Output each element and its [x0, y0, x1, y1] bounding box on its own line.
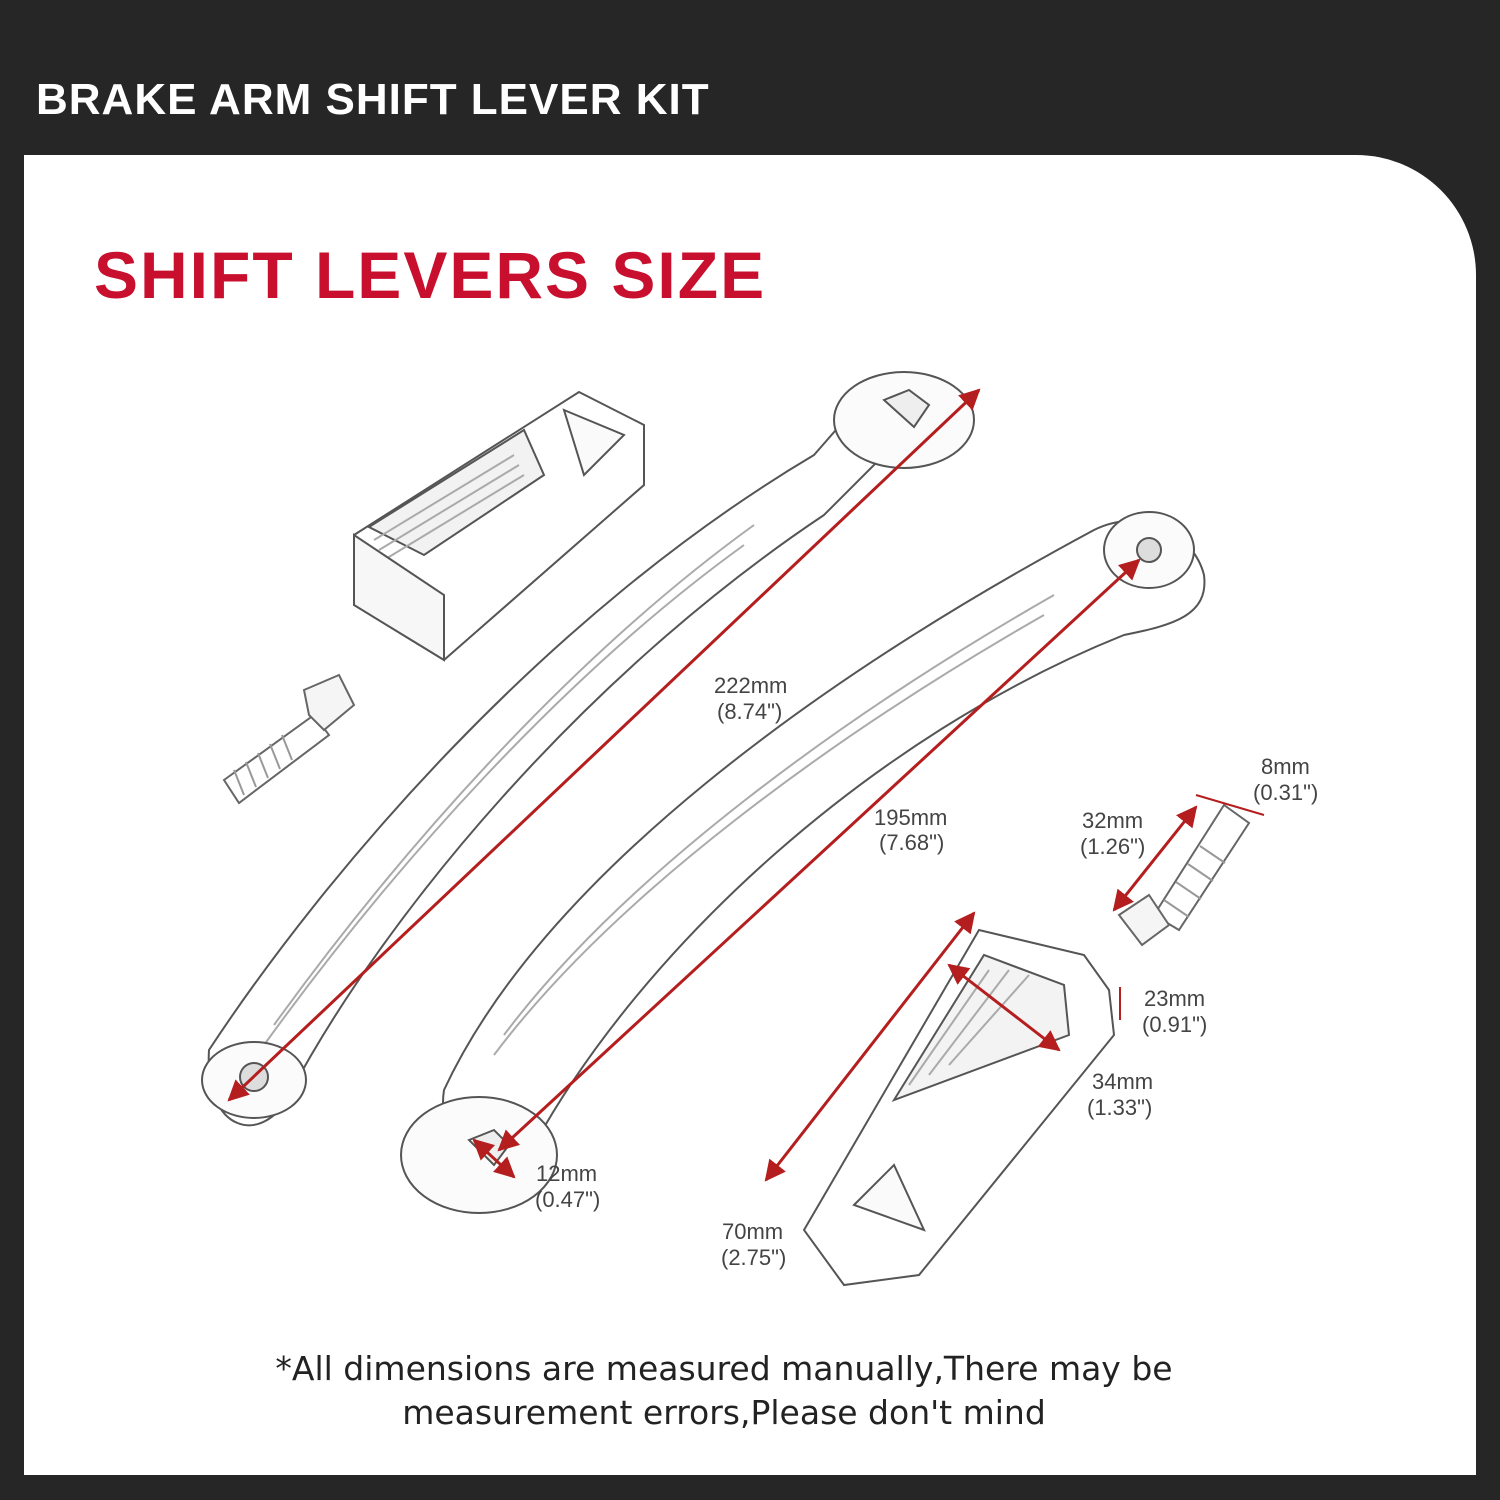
label-8-mm: 8mm	[1261, 754, 1310, 779]
product-drawing: 222mm (8.74") 195mm (7.68") 32mm (1.26")…	[201, 371, 1318, 1287]
disclaimer-line-1: *All dimensions are measured manually,Th…	[275, 1349, 1173, 1388]
label-195-in: (7.68")	[879, 830, 944, 855]
label-23-mm: 23mm	[1144, 986, 1205, 1011]
bolt-left-illustration	[222, 673, 356, 805]
section-title: SHIFT LEVERS SIZE	[94, 238, 767, 312]
label-12-mm: 12mm	[536, 1161, 597, 1186]
dim-line-195	[497, 558, 1141, 1152]
content-panel: SHIFT LEVERS SIZE	[24, 155, 1476, 1475]
label-222-in: (8.74")	[717, 699, 782, 724]
label-23-in: (0.91")	[1142, 1012, 1207, 1037]
banner-title: BRAKE ARM SHIFT LEVER KIT	[36, 75, 710, 124]
label-195-mm: 195mm	[874, 805, 947, 830]
dimension-labels: 222mm (8.74") 195mm (7.68") 32mm (1.26")…	[535, 673, 1318, 1270]
label-12-in: (0.47")	[535, 1187, 600, 1212]
label-32-in: (1.26")	[1080, 834, 1145, 859]
dim-line-8	[1195, 794, 1265, 816]
disclaimer-line-2: measurement errors,Please don't mind	[402, 1393, 1046, 1432]
label-70-mm: 70mm	[722, 1219, 783, 1244]
label-222-mm: 222mm	[714, 673, 787, 698]
dim-line-12	[472, 1138, 516, 1179]
label-70-in: (2.75")	[721, 1245, 786, 1270]
label-32-mm: 32mm	[1082, 808, 1143, 833]
footpeg-bottom-illustration	[802, 928, 1116, 1287]
dim-line-70	[764, 911, 976, 1182]
lever-short-illustration	[400, 511, 1206, 1214]
label-8-in: (0.31")	[1253, 780, 1318, 805]
dim-line-32	[1112, 805, 1198, 912]
label-34-in: (1.33")	[1087, 1095, 1152, 1120]
dimension-lines	[227, 388, 1265, 1182]
label-34-mm: 34mm	[1092, 1069, 1153, 1094]
